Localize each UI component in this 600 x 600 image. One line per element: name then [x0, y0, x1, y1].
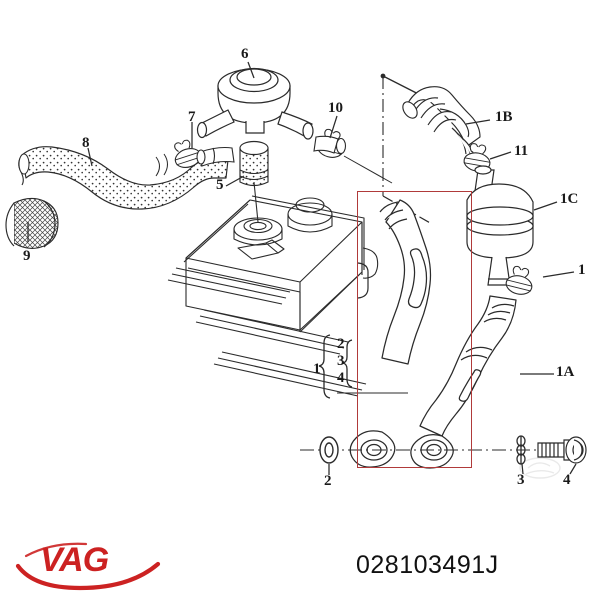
callout-group-3: 3 — [337, 353, 345, 369]
engine-cylinder-head — [167, 195, 379, 397]
vag-logo-swoosh — [15, 542, 161, 591]
callout-5: 5 — [216, 177, 224, 193]
callout-1b: 1B — [495, 109, 513, 125]
connector-pipe-right — [313, 135, 347, 155]
callout-8: 8 — [82, 135, 90, 151]
callout-9: 9 — [23, 248, 31, 264]
callout-2: 2 — [324, 473, 332, 489]
callout-3: 3 — [517, 472, 525, 488]
grommet-5 — [239, 140, 269, 223]
breather-valve-6 — [196, 67, 314, 140]
part-number: 028103491J — [356, 551, 499, 579]
callout-leaders — [27, 61, 577, 475]
group-brace-1 — [318, 334, 353, 399]
callout-11: 11 — [514, 143, 529, 159]
breather-hose-8 — [18, 146, 229, 210]
watermark — [519, 457, 561, 479]
oil-separator-1c — [466, 165, 534, 286]
vag-wordmark: VAG — [40, 541, 109, 579]
hose-1a — [410, 295, 517, 469]
highlighted-hose-assembly — [349, 199, 432, 468]
connector-pipe-left — [196, 146, 235, 167]
callout-1a: 1A — [556, 364, 575, 380]
callout-1-clamp: 1 — [578, 262, 586, 278]
callout-4: 4 — [563, 472, 571, 488]
callout-group-2: 2 — [337, 336, 345, 352]
filter-element-9 — [5, 197, 59, 249]
bracket-detail-head — [357, 262, 369, 299]
o-ring-seal-2 — [319, 436, 339, 464]
bolt-4 — [537, 436, 587, 464]
callout-group-1: 1 — [313, 361, 321, 377]
callout-group-4: 4 — [337, 370, 345, 386]
corrugated-hose-1b — [402, 86, 481, 163]
retainer-clip-3 — [516, 435, 526, 465]
callout-10: 10 — [328, 100, 343, 116]
hose-clamp-1 — [503, 264, 537, 298]
callout-6: 6 — [241, 46, 249, 62]
leader-clamp10 — [343, 155, 393, 184]
callout-7: 7 — [188, 109, 196, 125]
callout-1c: 1C — [560, 191, 579, 207]
